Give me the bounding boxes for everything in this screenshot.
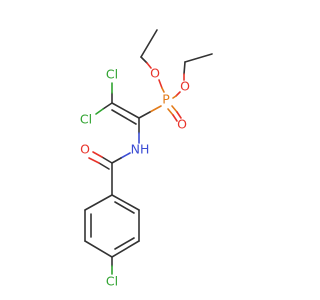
bond-p-o-double-a-o — [176, 111, 182, 119]
ring-bond-4 — [84, 240, 113, 258]
bond-o-left-to-p-p — [161, 87, 165, 93]
bond-carbonyl-o-a-c — [101, 156, 113, 164]
bond-c1-c2-b — [111, 109, 137, 125]
bond-o-right-to-p-o — [175, 91, 181, 97]
bond-c2-cl-left-c — [102, 102, 113, 110]
atom-cl-bottom: Cl — [106, 274, 118, 289]
bond-n-carbonyl-n — [120, 152, 131, 159]
bond-o-left-to-p-o — [158, 79, 163, 89]
atom-labels: Cl Cl O O P O O NH Cl — [80, 66, 190, 289]
bond-ethyl-right-terminal — [184, 53, 213, 63]
ring-bond-1 — [111, 194, 140, 211]
bond-ethyl-left-ch2 — [140, 56, 148, 64]
bond-c1-c2-a — [111, 102, 140, 119]
atom-o-phosphoryl: O — [177, 117, 187, 132]
atom-nh: NH — [131, 142, 150, 157]
bond-ethyl-left-to-o — [146, 62, 152, 69]
bond-carbonyl-o-a-o — [92, 151, 103, 158]
bond-p-to-c1-p — [149, 105, 162, 113]
atom-p: P — [162, 92, 170, 107]
molecule-structure: Cl Cl O O P O O NH Cl — [80, 29, 213, 289]
atom-o-ethoxy-left: O — [150, 66, 160, 81]
atom-o-ethoxy-right: O — [180, 79, 190, 94]
bond-p-o-double-b-p — [167, 108, 174, 116]
ring-bond-6 — [84, 194, 113, 211]
bond-carbonyl-o-b-o — [88, 157, 100, 164]
bond-p-o-double-b-o — [172, 114, 178, 122]
atom-cl-top: Cl — [106, 67, 118, 82]
ring-inner-bond-1 — [114, 201, 135, 214]
bond-n-carbonyl-c — [111, 157, 122, 164]
atom-o-carbonyl: O — [80, 142, 90, 157]
ring-bond-3 — [111, 240, 140, 258]
atom-cl-left: Cl — [80, 112, 92, 127]
bond-o-right-to-p-p — [172, 95, 177, 99]
ring-inner-bond-2 — [114, 237, 135, 250]
bond-p-o-double-a-p — [171, 105, 178, 113]
bond-ethyl-left-terminal — [140, 29, 158, 58]
bond-p-to-c1-c — [138, 111, 151, 119]
bonds — [84, 29, 213, 275]
bond-c2-cl-left-cl — [95, 108, 104, 115]
bond-carbonyl-o-b-c — [98, 162, 110, 170]
bond-ethyl-right-ch2 — [183, 61, 186, 75]
